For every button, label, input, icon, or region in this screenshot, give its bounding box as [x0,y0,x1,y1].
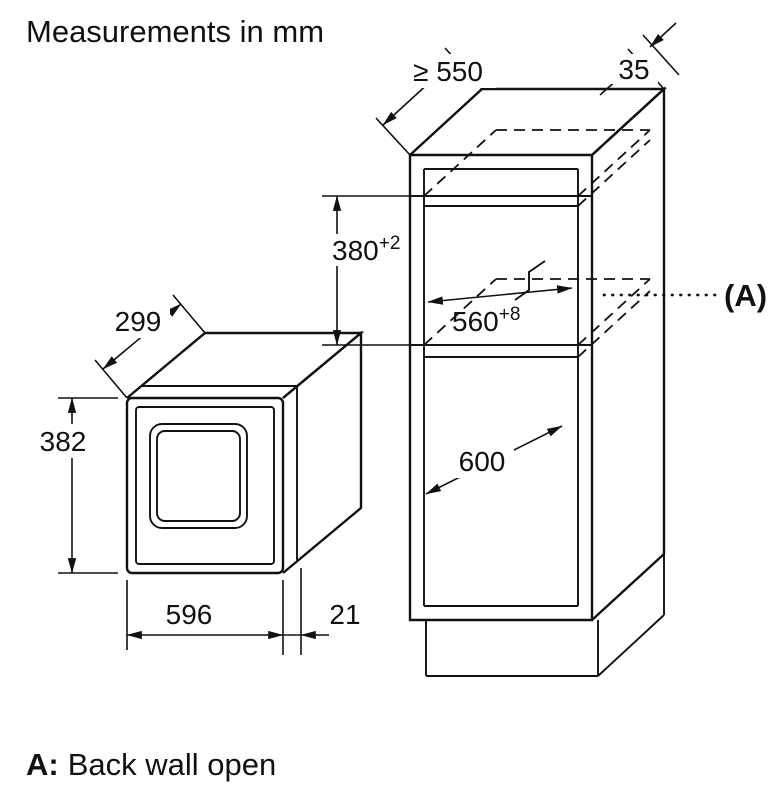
legend-text: Back wall open [68,747,277,782]
rear-clearance-label: 35 [618,54,649,85]
dimension-cabinet-depth: 600 [425,425,563,495]
label-backplate [450,444,514,478]
dimension-niche-width: 560+8 [427,285,573,337]
dimension-rear-clearance: 35 [599,22,680,96]
dimension-appliance-height: 382 [32,397,118,574]
cabinet-plinth [425,554,665,677]
door-window-outer [149,423,248,529]
connection-hook-line [514,260,546,301]
cabinet-drawing [408,86,668,677]
label-backplate [32,424,94,458]
niche-floor-right-depth2-dashed [577,290,651,358]
upper-shelf-right-depth2-dashed [577,139,651,207]
legend-key: A: [26,747,59,782]
upper-shelf-left-depth-dashed [423,129,497,197]
door-inner-frame [135,406,275,565]
cabinet-top-face [409,87,668,156]
label-backplate [106,306,170,338]
cabinet-side-face [591,86,666,621]
page-title: Measurements in mm [26,14,324,49]
label-backplate [158,598,220,630]
appliance-side-face [282,330,363,574]
appliance-height-label: 382 [40,426,87,457]
appliance-width-label: 596 [166,599,213,630]
door-protrusion-label: 21 [329,599,360,630]
appliance-drawing [125,330,365,575]
back-wall-marker: (A) [602,278,767,313]
door-outer-frame [125,396,285,575]
niche-floor-right-depth-dashed [577,278,651,346]
legend: A: Back wall open [26,747,276,782]
label-backplate [326,234,406,266]
cabinet-depth-label: 600 [459,446,506,477]
extension-line [375,117,411,156]
dimension-niche-height: 380+2 [322,195,410,346]
niche-depth-label: ≥ 550 [413,56,483,87]
appliance-depth-label: 299 [115,306,162,337]
niche-width-label: 560+8 [452,304,520,337]
dimension-line [427,285,573,305]
back-wall-marker-label: (A) [724,278,767,313]
niche-height-label: 380+2 [332,233,400,266]
extension-line [94,359,128,399]
power-connection-symbol [514,260,546,301]
cabinet-front-face [408,153,594,622]
upper-shelf-right-depth-dashed [577,129,651,197]
dimension-door-protrusion: 21 [283,568,361,655]
extension-line [172,294,206,334]
cabinet-body [408,86,668,677]
extension-line [642,34,680,76]
dimension-appliance-width: 596 [126,580,284,655]
dimension-appliance-depth: 299 [94,294,206,399]
label-backplate [402,54,496,88]
door-window-inner [156,430,241,522]
dimension-niche-depth: ≥ 550 [375,47,496,156]
appliance-top-face [126,331,365,399]
label-backplate [610,54,658,84]
arrow-segment [649,22,677,48]
